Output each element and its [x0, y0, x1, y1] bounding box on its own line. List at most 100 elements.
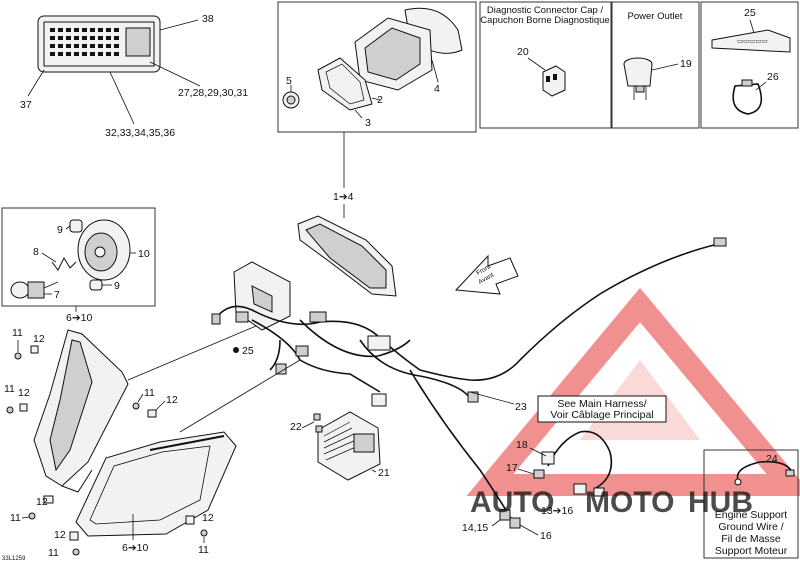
right-headlight — [75, 431, 237, 537]
figure-code: 33L1259 — [2, 556, 26, 562]
fuse-holder — [533, 469, 545, 479]
callout-11b: 11 — [4, 383, 15, 395]
ground-wire-box — [703, 449, 799, 559]
front-arrow: Front Avant — [454, 254, 519, 295]
callout-10: 10 — [138, 248, 150, 260]
connector-i — [211, 313, 221, 325]
callout-11a: 11 — [12, 327, 23, 339]
callout-17: 17 — [506, 462, 518, 474]
nut-12d — [43, 495, 54, 504]
callout-27-31: 27,28,29,30,31 — [178, 87, 248, 99]
connector-a — [235, 311, 249, 323]
diagnostic-cap-box — [479, 1, 612, 129]
watermark-auto: AUTO — [470, 486, 554, 519]
voltage-regulator — [317, 411, 381, 481]
diagnostic-title-fr: Capuchon Borne Diagnostique — [480, 15, 609, 26]
coil-wire — [541, 430, 613, 489]
callout-23: 23 — [515, 401, 527, 413]
connector-g — [713, 237, 727, 247]
power-outlet — [623, 57, 653, 100]
engine-support-line1: Engine Support — [715, 509, 787, 521]
callout-11d: 11 — [10, 512, 21, 524]
callout-12a: 12 — [33, 333, 45, 345]
callout-25-top: 25 — [744, 7, 756, 19]
callout-16: 16 — [540, 530, 552, 542]
callout-6-10-bottom: 6➔10 — [122, 542, 148, 554]
callout-12f: 12 — [202, 512, 214, 524]
diagnostic-connector-cap — [542, 65, 566, 97]
watermark-text: AUTO MOTO HUB — [470, 486, 753, 519]
screw-center — [132, 402, 140, 410]
screw-11b — [6, 406, 14, 414]
bulb-socket-cap — [69, 219, 83, 233]
callout-6-10-top: 6➔10 — [66, 312, 92, 324]
nut-22a — [313, 413, 321, 421]
diagnostic-title-en: Diagnostic Connector Cap / — [487, 5, 604, 16]
callout-5: 5 — [286, 75, 292, 87]
nut-12b — [19, 403, 28, 412]
main-harness — [215, 243, 719, 521]
power-outlet-box — [611, 1, 700, 129]
callout-37: 37 — [20, 99, 32, 111]
callout-12b: 12 — [18, 387, 30, 399]
bulb-retaining-spring — [51, 256, 77, 271]
callout-9a: 9 — [57, 224, 63, 236]
instrument-cluster — [297, 215, 397, 297]
callout-21: 21 — [378, 467, 390, 479]
callout-20: 20 — [517, 46, 529, 58]
engine-support-line2: Ground Wire / — [718, 521, 783, 533]
connector-b — [295, 345, 309, 357]
callout-9b: 9 — [114, 280, 120, 292]
hose-clamp — [732, 79, 763, 115]
sealant-tube: ▭▭▭▭▭ — [711, 29, 791, 53]
power-outlet-title: Power Outlet — [628, 11, 683, 22]
bulb-parts-box — [1, 207, 156, 307]
connector-d — [309, 311, 327, 323]
callout-11f: 11 — [198, 544, 209, 556]
callout-13-16: 13➔16 — [541, 505, 573, 517]
watermark-moto: MOTO — [585, 486, 674, 519]
nut-22b — [315, 425, 323, 433]
see-main-harness-box — [537, 395, 667, 423]
callout-12c: 12 — [166, 394, 178, 406]
terminal-set — [573, 483, 605, 497]
connector-h — [275, 363, 287, 375]
callout-11c: 11 — [144, 387, 155, 399]
gauge-parts-box — [277, 1, 477, 133]
callout-1-4: 1➔4 — [333, 191, 354, 203]
bulb-socket-cap-2 — [89, 279, 103, 291]
small-gauge — [282, 91, 300, 109]
callout-2: 2 — [377, 94, 383, 106]
callout-14-15: 14,15 — [462, 522, 488, 534]
see-main-line1: See Main Harness/ — [557, 398, 646, 410]
callout-11e: 11 — [48, 547, 59, 559]
engine-support-line4: Support Moteur — [715, 545, 788, 557]
callout-38: 38 — [202, 13, 214, 25]
connector-e — [467, 391, 479, 403]
watermark-logo — [466, 287, 800, 496]
connector-f — [371, 393, 387, 407]
callout-3: 3 — [365, 117, 371, 129]
callout-32-36: 32,33,34,35,36 — [105, 127, 175, 139]
nut-right — [185, 515, 195, 525]
sealant-drop — [233, 347, 239, 353]
connector-c — [367, 335, 391, 351]
callout-12e: 12 — [54, 529, 66, 541]
callout-18: 18 — [516, 439, 528, 451]
svg-text:▭▭▭▭▭: ▭▭▭▭▭ — [737, 38, 768, 45]
callout-7: 7 — [54, 289, 60, 301]
ground-wire — [734, 460, 795, 486]
callout-8: 8 — [33, 246, 39, 258]
callout-25-mid: 25 — [242, 345, 254, 357]
screw-11a — [14, 352, 22, 360]
ground-terminal — [499, 509, 521, 529]
callout-22: 22 — [290, 421, 302, 433]
screw-11d — [28, 512, 36, 520]
see-main-line2: Voir Câblage Principal — [550, 409, 653, 421]
headlight-reflector — [77, 219, 131, 281]
headlight-bulb — [10, 281, 59, 299]
gauge-housing — [354, 17, 433, 91]
callout-24: 24 — [766, 453, 778, 465]
